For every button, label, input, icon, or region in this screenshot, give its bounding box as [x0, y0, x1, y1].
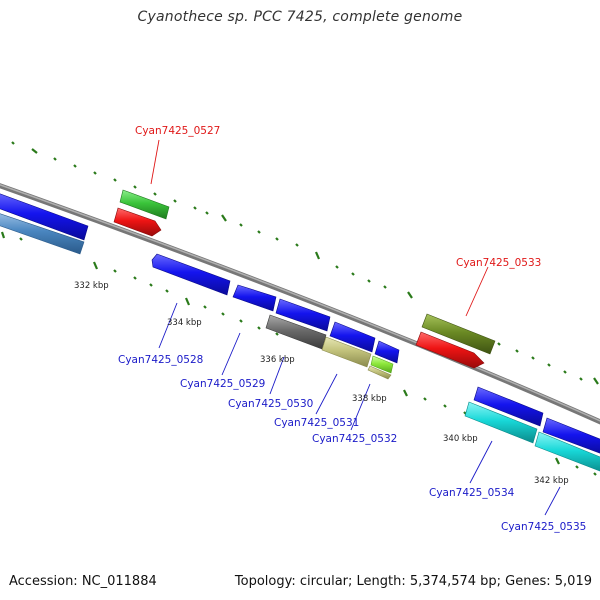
gene-0529[interactable] [232, 284, 277, 312]
gene-red-b[interactable] [415, 331, 485, 369]
scale-label-334: 334 kbp [167, 318, 202, 328]
gene-blue-e[interactable] [473, 386, 544, 427]
gene-0533[interactable] [421, 313, 496, 355]
genome-backbone [0, 183, 600, 425]
gene-blue-f[interactable] [542, 417, 600, 455]
gene-blue-left[interactable] [0, 192, 89, 241]
scale-label-338: 338 kbp [352, 394, 387, 404]
inner-tick-arc [0, 231, 597, 476]
gene-label-0532: Cyan7425_0532 [312, 433, 397, 445]
scale-label-332: 332 kbp [74, 281, 109, 291]
gene-label-0533: Cyan7425_0533 [456, 257, 541, 269]
gene-label-0530: Cyan7425_0530 [228, 398, 313, 410]
gene-0529b[interactable] [275, 298, 331, 332]
gene-label-0535: Cyan7425_0535 [501, 521, 586, 533]
gene-red-a[interactable] [113, 207, 162, 237]
genome-summary: Topology: circular; Length: 5,374,574 bp… [234, 574, 592, 589]
scale-label-342: 342 kbp [534, 476, 569, 486]
gene-0527[interactable] [119, 189, 170, 220]
gene-label-0528: Cyan7425_0528 [118, 354, 203, 366]
gene-0532[interactable] [370, 355, 394, 374]
outer-tick-arc [11, 141, 599, 385]
gene-0534[interactable] [464, 401, 538, 444]
gene-blue-d[interactable] [374, 340, 400, 364]
gene-0535[interactable] [534, 431, 600, 473]
gene-steel-left[interactable] [0, 212, 85, 255]
gene-0531[interactable] [321, 336, 372, 368]
gene-0532b[interactable] [367, 365, 392, 380]
accession-label: Accession: NC_011884 [9, 574, 157, 589]
scale-label-340: 340 kbp [443, 434, 478, 444]
label-leaders [150, 139, 561, 516]
page-title: Cyanothece sp. PCC 7425, complete genome [137, 9, 463, 25]
gene-label-0527: Cyan7425_0527 [135, 125, 220, 137]
gene-label-0534: Cyan7425_0534 [429, 487, 515, 499]
gene-label-0531: Cyan7425_0531 [274, 417, 359, 429]
scale-label-336: 336 kbp [260, 355, 295, 365]
gene-0528[interactable] [151, 253, 231, 296]
gene-blue-c[interactable] [329, 321, 376, 353]
gene-label-0529: Cyan7425_0529 [180, 378, 265, 390]
